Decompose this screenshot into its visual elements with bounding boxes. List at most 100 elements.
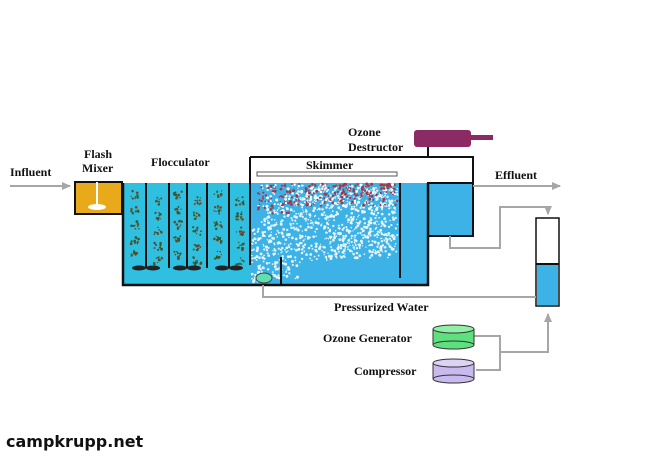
micro-bubble — [380, 212, 384, 216]
floc-cluster — [193, 196, 202, 206]
micro-bubble — [299, 225, 302, 228]
micro-bubble — [313, 199, 316, 202]
micro-bubble — [321, 208, 324, 211]
sludge-particle — [341, 184, 345, 188]
sludge-particle — [315, 200, 317, 202]
micro-bubble — [280, 251, 282, 254]
micro-bubble — [350, 240, 353, 244]
sludge-particle — [266, 188, 269, 192]
micro-bubble — [273, 242, 276, 245]
micro-bubble — [312, 224, 315, 226]
sludge-particle — [367, 184, 370, 187]
micro-bubble — [309, 236, 312, 239]
micro-bubble — [341, 240, 344, 242]
micro-bubble — [377, 241, 380, 245]
micro-bubble — [392, 237, 396, 241]
micro-bubble — [381, 251, 384, 253]
sludge-particle — [307, 189, 310, 192]
sludge-particle — [267, 200, 270, 203]
sludge-particle — [385, 184, 388, 186]
micro-bubble — [390, 239, 393, 242]
ozone-destructor-outlet — [470, 135, 493, 140]
micro-bubble — [274, 249, 277, 252]
micro-bubble — [281, 232, 284, 236]
micro-bubble — [359, 231, 362, 234]
micro-bubble — [299, 236, 302, 240]
micro-bubble — [325, 259, 328, 261]
sludge-particle — [339, 195, 341, 197]
micro-bubble — [343, 226, 345, 229]
micro-bubble — [350, 184, 354, 188]
micro-bubble — [250, 272, 254, 276]
sludge-particle — [349, 192, 352, 195]
micro-bubble — [327, 188, 330, 191]
effluent-chamber — [427, 182, 474, 237]
micro-bubble — [296, 243, 300, 247]
micro-bubble — [341, 250, 345, 254]
micro-bubble — [357, 257, 360, 259]
micro-bubble — [375, 220, 377, 222]
micro-bubble — [352, 215, 355, 218]
influent-label: Influent — [10, 165, 51, 179]
sludge-particle — [277, 203, 279, 206]
micro-bubble — [363, 253, 366, 256]
micro-bubble — [390, 210, 394, 214]
micro-bubble — [370, 217, 372, 220]
micro-bubble — [394, 242, 397, 245]
micro-bubble — [267, 219, 269, 222]
micro-bubble — [274, 260, 276, 263]
micro-bubble — [333, 249, 337, 253]
micro-bubble — [329, 254, 333, 258]
micro-bubble — [396, 223, 399, 226]
micro-bubble — [337, 244, 340, 246]
micro-bubble — [294, 237, 298, 241]
micro-bubble — [384, 220, 387, 223]
micro-bubble — [391, 216, 395, 219]
micro-bubble — [293, 197, 296, 199]
sludge-particle — [342, 199, 345, 202]
micro-bubble — [277, 274, 280, 277]
micro-bubble — [346, 200, 349, 203]
micro-bubble — [355, 226, 358, 229]
sludge-particle — [343, 196, 346, 199]
sludge-particle — [360, 194, 363, 198]
sludge-particle — [362, 203, 365, 207]
micro-bubble — [384, 194, 387, 197]
sludge-particle — [300, 190, 303, 194]
micro-bubble — [356, 196, 358, 199]
micro-bubble — [286, 255, 290, 259]
micro-bubble — [313, 206, 317, 210]
sludge-particle — [342, 204, 345, 208]
floc-cluster — [192, 226, 202, 236]
micro-bubble — [258, 256, 261, 259]
micro-bubble — [270, 231, 273, 233]
micro-bubble — [383, 246, 387, 249]
micro-bubble — [359, 189, 362, 191]
micro-bubble — [338, 198, 341, 201]
micro-bubble — [327, 254, 331, 258]
micro-bubble — [279, 220, 282, 223]
sludge-particle — [312, 201, 314, 203]
micro-bubble — [358, 214, 360, 217]
micro-bubble — [361, 242, 364, 245]
micro-bubble — [296, 198, 298, 200]
micro-bubble — [390, 234, 394, 237]
sludge-particle — [298, 183, 301, 185]
micro-bubble — [269, 217, 271, 219]
micro-bubble — [372, 230, 374, 232]
sludge-particle — [370, 182, 374, 186]
micro-bubble — [293, 248, 296, 250]
sludge-particle — [304, 190, 307, 193]
floc-cluster — [192, 211, 201, 221]
flocculator-label: Flocculator — [151, 155, 210, 169]
micro-bubble — [344, 253, 346, 255]
micro-bubble — [355, 218, 358, 221]
micro-bubble — [288, 246, 291, 248]
micro-bubble — [292, 222, 295, 225]
sludge-particle — [386, 186, 390, 189]
micro-bubble — [374, 249, 377, 252]
micro-bubble — [328, 207, 331, 210]
sludge-particle — [382, 184, 386, 187]
micro-bubble — [381, 244, 385, 247]
micro-bubble — [369, 227, 372, 231]
